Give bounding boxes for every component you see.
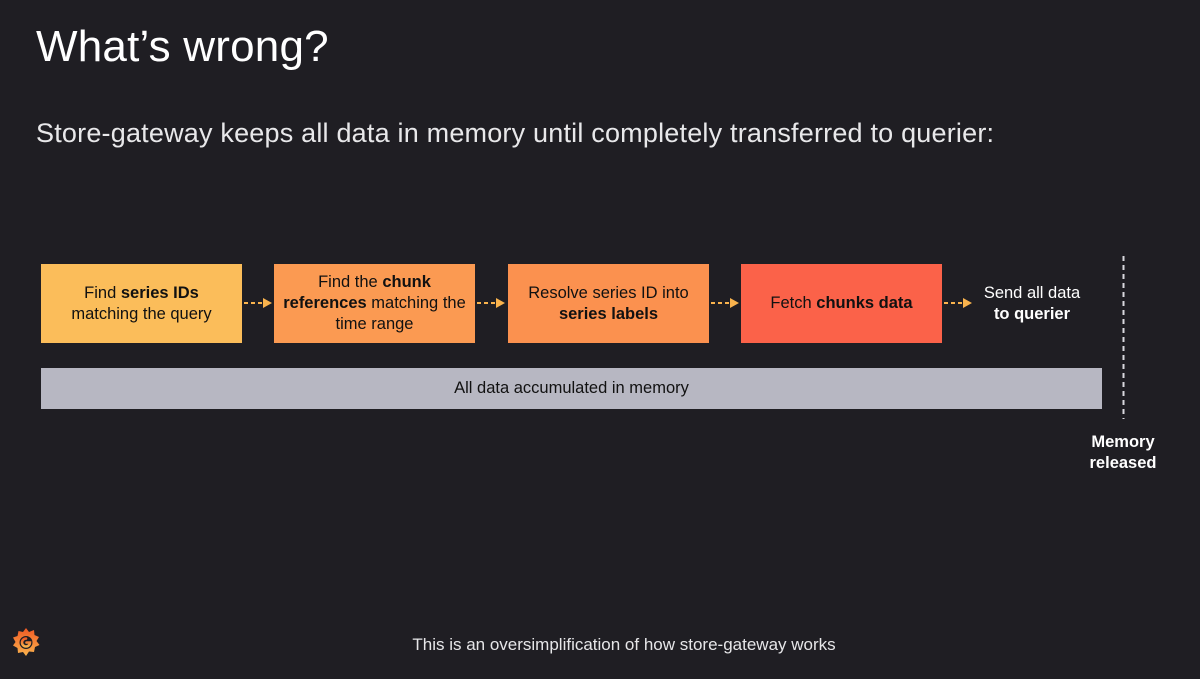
grafana-logo-icon — [13, 628, 40, 656]
step-text-bold: chunks data — [816, 294, 913, 312]
memory-released-label: Memory released — [1072, 432, 1174, 474]
memory-released-line1: Memory — [1091, 433, 1155, 451]
dashed-arrow-icon — [477, 298, 505, 308]
step-fetch-chunks-data: Fetch chunks data — [741, 264, 942, 343]
slide-footnote: This is an oversimplification of how sto… — [412, 635, 836, 654]
slide-subtitle: Store-gateway keeps all data in memory u… — [36, 118, 995, 148]
dashed-arrow-icon — [711, 298, 739, 308]
step-text-bold: series IDs — [120, 283, 199, 302]
step-text-post: matching the time range — [335, 294, 466, 333]
step-find-chunk-references: Find the chunk references matching the t… — [274, 264, 475, 343]
memory-release-marker-line — [1122, 256, 1125, 419]
step-text-bold: series labels — [558, 304, 659, 323]
step-send-to-querier: Send all data to querier — [966, 283, 1098, 325]
step-text-post: matching the query — [71, 304, 212, 323]
dashed-arrow-icon — [944, 298, 972, 308]
memory-bar-label: All data accumulated in memory — [454, 379, 689, 397]
step-text-pre: Fetch — [770, 294, 817, 312]
step-find-series-ids: Find series IDs matching the query — [41, 264, 242, 343]
step-text-pre: Send all data — [983, 284, 1081, 302]
memory-released-line2: released — [1089, 454, 1157, 472]
step-resolve-series-labels: Resolve series ID into series labels — [508, 264, 709, 343]
slide-title: What’s wrong? — [36, 22, 329, 71]
memory-accumulation-bar: All data accumulated in memory — [41, 368, 1102, 409]
step-text-bold: to querier — [993, 305, 1071, 323]
step-text-pre: Find — [84, 283, 121, 302]
step-text-pre: Find the — [318, 273, 383, 291]
step-text-bold: chunk references — [283, 273, 431, 312]
step-text-pre: Resolve series ID into — [528, 283, 689, 302]
dashed-arrow-icon — [244, 298, 272, 308]
